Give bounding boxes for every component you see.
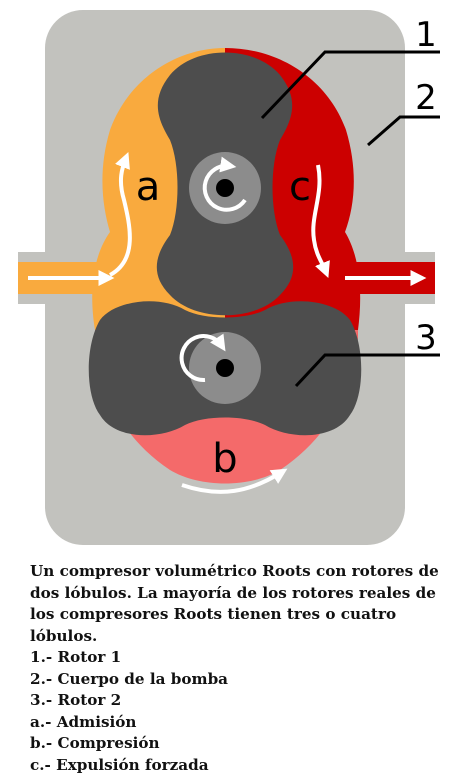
legend-item-compression: b.- Compresión	[30, 733, 440, 755]
legend-item-admission: a.- Admisión	[30, 712, 440, 734]
figure-caption: Un compresor volumétrico Roots con rotor…	[30, 561, 440, 776]
roots-compressor-diagram: a c b 1 2 3	[0, 0, 453, 556]
legend-item-pump-body: 2.- Cuerpo de la bomba	[30, 669, 440, 691]
chamber-label-c: c	[289, 164, 311, 210]
callout-2: 2	[415, 78, 437, 118]
rotor-2-axle	[216, 359, 234, 377]
legend-item-rotor-1: 1.- Rotor 1	[30, 647, 440, 669]
rotor-1-axle	[216, 179, 234, 197]
caption-text: Un compresor volumétrico Roots con rotor…	[30, 561, 440, 647]
legend-item-expulsion: c.- Expulsión forzada	[30, 755, 440, 776]
chamber-label-a: a	[136, 164, 161, 210]
legend-list: 1.- Rotor 1 2.- Cuerpo de la bomba 3.- R…	[30, 647, 440, 776]
chamber-label-b: b	[212, 436, 237, 482]
callout-3: 3	[415, 318, 437, 358]
callout-1: 1	[415, 15, 437, 55]
legend-item-rotor-2: 3.- Rotor 2	[30, 690, 440, 712]
